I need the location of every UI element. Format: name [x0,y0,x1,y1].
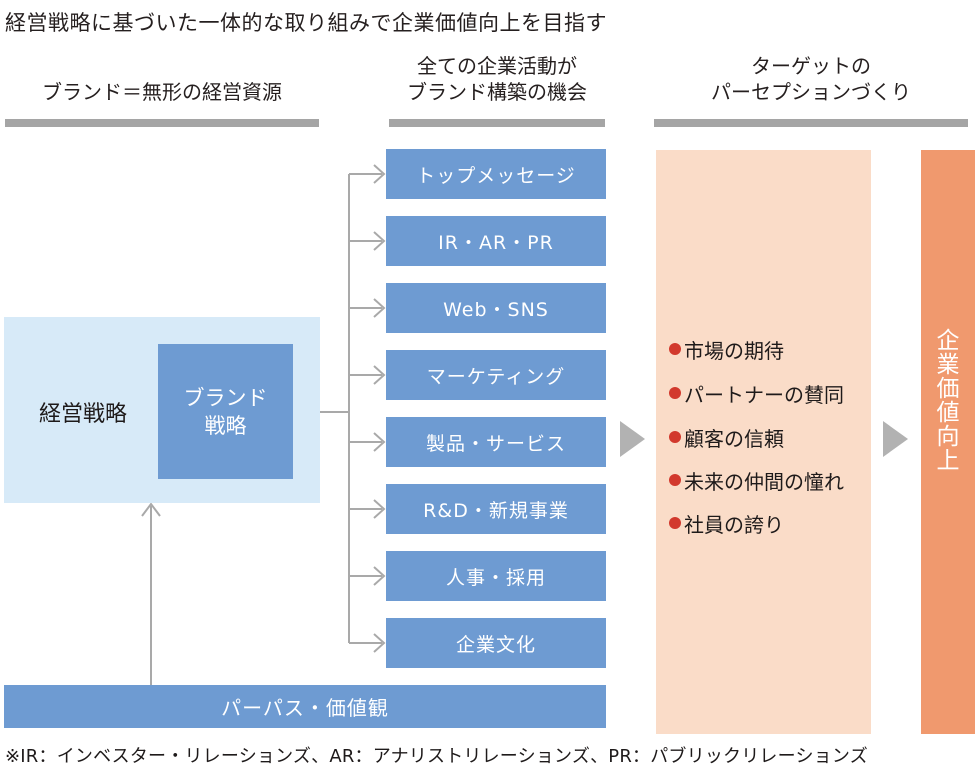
activity-box-culture: 企業文化 [386,618,606,668]
flow-arrow-to-value-icon [883,421,908,457]
brand-strategy-label: 戦略 [204,413,247,438]
brand-strategy-box: ブランド 戦略 [158,344,293,479]
header-underline-bar [654,119,968,127]
header-line: ターゲットの [751,54,871,78]
perception-item: 顧客の信頼 [669,424,784,451]
activity-box-web-sns: Web・SNS [386,283,606,333]
purpose-bar: パーパス・価値観 [4,685,606,728]
perception-item: 未来の仲間の憧れ [669,467,844,494]
header-line: ブランド＝無形の経営資源 [42,80,282,104]
activity-box-top-message: トップメッセージ [386,149,606,199]
brand-strategy-label: ブランド [183,385,268,410]
activity-box-ir-ar-pr: IR・AR・PR [386,216,606,266]
perception-label: 市場の期待 [684,338,784,363]
header-line: ブランド構築の機会 [407,80,587,104]
bullet-icon [669,474,681,486]
bullet-icon [669,517,681,529]
bullet-icon [669,343,681,355]
flow-arrow-to-perception-icon [620,421,645,457]
activity-box-rd: R&D・新規事業 [386,484,606,534]
header-underline-bar [389,119,605,127]
header-line: パーセプションづくり [711,80,911,104]
bullet-icon [669,387,681,399]
column-header-perception: ターゲットの パーセプションづくり [654,53,968,105]
perception-label: 顧客の信頼 [684,426,784,451]
bullet-icon [669,431,681,443]
perception-label: パートナーの賛同 [684,382,844,407]
perception-item: 市場の期待 [669,336,784,363]
column-header-brand-asset: ブランド＝無形の経営資源 [5,79,319,105]
perception-box: 市場の期待 パートナーの賛同 顧客の信頼 未来の仲間の憧れ 社員の誇り [656,150,871,734]
footnote: ※IR：インベスター・リレーションズ、AR：アナリストリレーションズ、PR：パブ… [5,746,868,767]
activity-box-marketing: マーケティング [386,350,606,400]
management-strategy-box: 経営戦略 ブランド 戦略 [4,317,320,503]
header-underline-bar [5,119,319,127]
management-strategy-label: 経営戦略 [38,402,127,427]
activity-box-products: 製品・サービス [386,417,606,467]
activity-box-hr: 人事・採用 [386,551,606,601]
perception-item: 社員の誇り [669,510,784,537]
perception-label: 未来の仲間の憧れ [684,469,844,494]
header-line: 全ての企業活動が [417,54,577,78]
corporate-value-bar: 企業価値向上 [921,150,975,734]
column-header-activities: 全ての企業活動が ブランド構築の機会 [389,53,605,105]
corporate-value-label: 企業価値向上 [936,328,960,474]
perception-label: 社員の誇り [684,512,784,537]
perception-item: パートナーの賛同 [669,380,844,407]
diagram-title: 経営戦略に基づいた一体的な取り組みで企業価値向上を目指す [5,11,607,35]
